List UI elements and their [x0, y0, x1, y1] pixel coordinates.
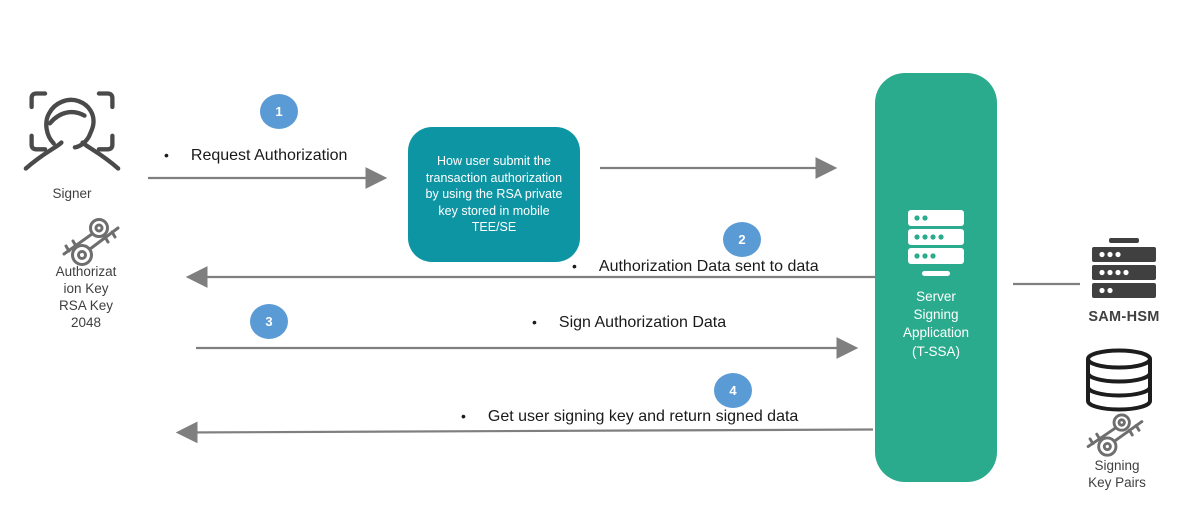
signing-key-pairs-label-line1: Signing: [1094, 458, 1140, 473]
step-2-text: Authorization Data sent to data: [598, 258, 819, 275]
step-1-text: Request Authorization: [190, 147, 348, 164]
server-box-label-line1: Server: [916, 289, 956, 304]
server-box-label: Server Signing Application (T-SSA): [875, 288, 997, 361]
server-box-label-line4: (T-SSA): [911, 343, 960, 359]
signing-key-pairs-label-line2: Key Pairs: [1088, 474, 1146, 490]
authorization-key-label-line2: ion Key: [63, 280, 109, 296]
step-1-bullet: •: [164, 147, 169, 163]
step-3-text: Sign Authorization Data: [558, 314, 727, 331]
authorization-key-label: Authorizat ion Key RSA Key 2048: [36, 264, 136, 332]
step-4-bullet: •: [461, 408, 466, 424]
step-2-number: 2: [738, 232, 746, 247]
server-box-label-line3: Application: [902, 325, 970, 341]
server-signing-application-box: Server Signing Application (T-SSA): [875, 73, 997, 482]
authorization-key-label-line1: Authorizat: [55, 264, 117, 279]
sam-hsm-icon: [1092, 238, 1156, 307]
process-box: How user submit the transaction authoriz…: [408, 127, 580, 262]
sam-hsm-label: SAM-HSM: [1088, 309, 1160, 325]
signer-icon: [22, 84, 122, 184]
step-2-message: • Authorization Data sent to data: [572, 258, 819, 276]
authorization-key-label-line4: 2048: [70, 314, 102, 330]
step-2-badge: 2: [723, 222, 761, 257]
step-1-message: • Request Authorization: [164, 147, 347, 165]
database-icon: [1084, 348, 1154, 417]
step-4-badge: 4: [714, 373, 752, 408]
authorization-key-icon: [52, 215, 128, 276]
arrow-return-signed-data: [175, 421, 874, 444]
step-3-bullet: •: [532, 314, 537, 330]
process-box-text: How user submit the transaction authoriz…: [425, 154, 563, 235]
signer-label: Signer: [52, 186, 92, 201]
step-2-bullet: •: [572, 258, 577, 274]
step-4-text: Get user signing key and return signed d…: [487, 408, 799, 425]
step-1-number: 1: [275, 104, 283, 119]
server-box-label-line2: Signing: [913, 307, 959, 323]
signing-key-pairs-label: Signing Key Pairs: [1072, 458, 1162, 492]
step-3-message: • Sign Authorization Data: [532, 314, 726, 332]
step-3-badge: 3: [250, 304, 288, 339]
step-1-badge: 1: [260, 94, 298, 129]
authorization-key-label-line3: RSA Key: [58, 297, 114, 313]
step-4-message: • Get user signing key and return signed…: [461, 408, 798, 426]
signing-keys-icon: [1078, 412, 1152, 465]
step-4-number: 4: [729, 383, 737, 398]
server-icon: [908, 210, 964, 285]
step-3-number: 3: [265, 314, 273, 329]
